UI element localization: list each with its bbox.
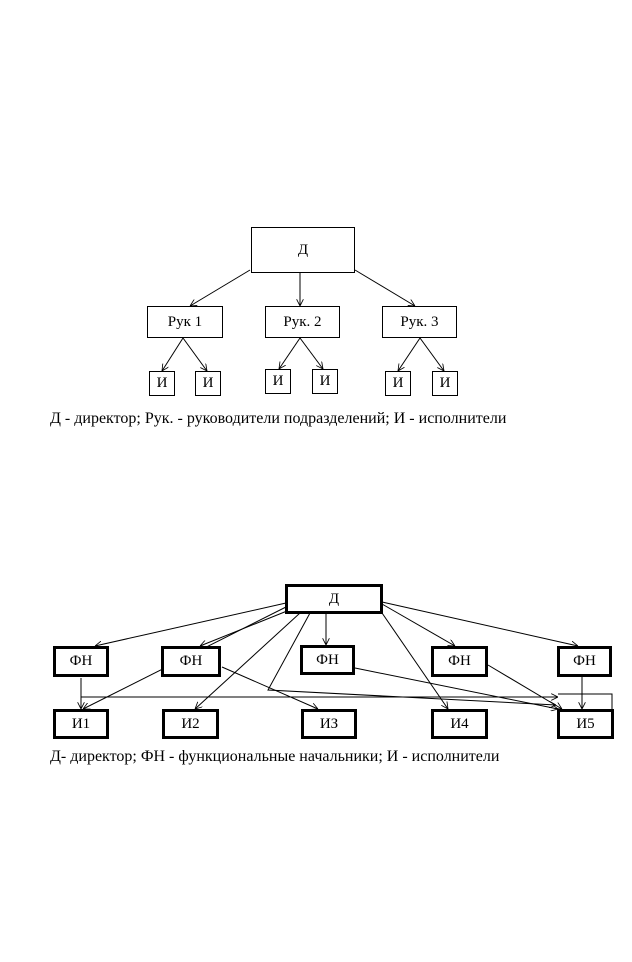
executor-box-4: И xyxy=(312,369,338,394)
functional-head-label-1: ФН xyxy=(69,653,93,669)
diagram2-caption: Д- директор; ФН - функциональные начальн… xyxy=(50,748,500,765)
director-label: Д xyxy=(297,241,309,258)
manager-label-1: Рук 1 xyxy=(167,313,203,330)
diagram2-connectors xyxy=(81,601,613,709)
executor-label-i3: ИЗ xyxy=(319,715,339,732)
manager-box-3: Рук. 3 xyxy=(382,306,457,338)
executor-label-4: И xyxy=(319,373,331,389)
director-box-2: Д xyxy=(285,584,383,614)
executor-label-2: И xyxy=(202,375,214,391)
functional-head-label-4: ФН xyxy=(448,653,471,669)
executor-label-5: И xyxy=(392,375,404,391)
executor-label-6: И xyxy=(439,375,451,391)
executor-label-i2: И2 xyxy=(181,715,200,732)
manager-box-1: Рук 1 xyxy=(147,306,223,338)
executor-box-6: И xyxy=(432,371,458,396)
executor-label-3: И xyxy=(272,373,284,389)
director-box: Д xyxy=(251,227,355,273)
executor-box-i1: И1 xyxy=(53,709,109,739)
diagram1-caption: Д - директор; Рук. - руководители подраз… xyxy=(50,410,507,427)
executor-box-i3: ИЗ xyxy=(301,709,357,739)
manager-label-3: Рук. 3 xyxy=(400,313,439,330)
functional-head-label-3: ФН xyxy=(316,651,339,668)
functional-head-box-2: ФН xyxy=(161,646,221,677)
executor-box-i5: И5 xyxy=(557,709,614,739)
executor-box-2: И xyxy=(195,371,221,396)
executor-label-i1: И1 xyxy=(71,715,91,732)
manager-box-2: Рук. 2 xyxy=(265,306,340,338)
functional-head-box-1: ФН xyxy=(53,646,109,677)
functional-head-label-5: ФН xyxy=(573,653,596,669)
executor-label-i5: И5 xyxy=(576,715,595,732)
executor-box-3: И xyxy=(265,369,291,394)
functional-head-box-3: ФН xyxy=(300,645,355,675)
executor-box-5: И xyxy=(385,371,411,396)
functional-head-box-4: ФН xyxy=(431,646,488,677)
executor-label-i4: И4 xyxy=(450,715,469,732)
executor-box-i2: И2 xyxy=(162,709,219,739)
functional-head-label-2: ФН xyxy=(179,653,203,669)
diagram1-connectors xyxy=(162,269,444,371)
executor-box-i4: И4 xyxy=(431,709,488,739)
executor-box-1: И xyxy=(149,371,175,396)
director-label-2: Д xyxy=(328,590,340,607)
manager-label-2: Рук. 2 xyxy=(283,313,322,330)
functional-head-box-5: ФН xyxy=(557,646,612,677)
executor-label-1: И xyxy=(156,375,168,391)
